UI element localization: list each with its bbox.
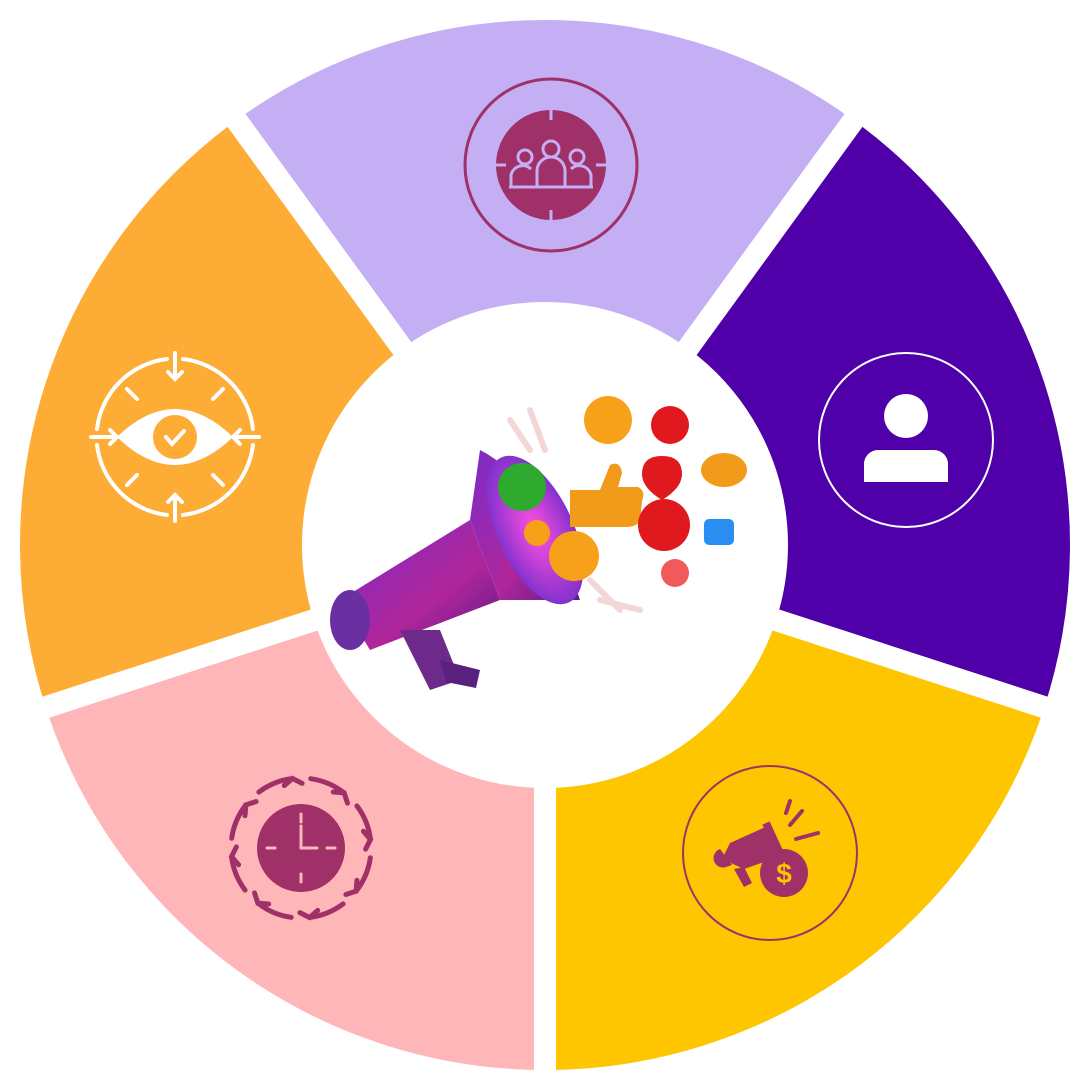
segment-customer (666, 95, 1080, 725)
group-people-icon (463, 77, 639, 253)
user-icon (818, 352, 994, 528)
clock-cycle-icon (228, 775, 374, 921)
cycle-arrow-icon (297, 901, 346, 921)
cycle-arrow-icon (229, 799, 259, 841)
eye-check-icon (89, 351, 261, 523)
megaphone-social-media-icon (330, 396, 747, 690)
cycle-arrow-icon (228, 844, 248, 893)
cycle-arrow-icon (256, 775, 305, 795)
cycle-arrow-icon (354, 803, 374, 852)
megaphone-dollar-icon: $ (682, 765, 858, 941)
segment-visibility (0, 95, 424, 725)
cycle-arrow-icon (308, 776, 350, 806)
svg-text:$: $ (776, 858, 792, 889)
segment-paid-promotion (534, 602, 1069, 1080)
cycle-arrow-icon (343, 855, 373, 897)
cycle-arrow-icon (252, 890, 294, 920)
